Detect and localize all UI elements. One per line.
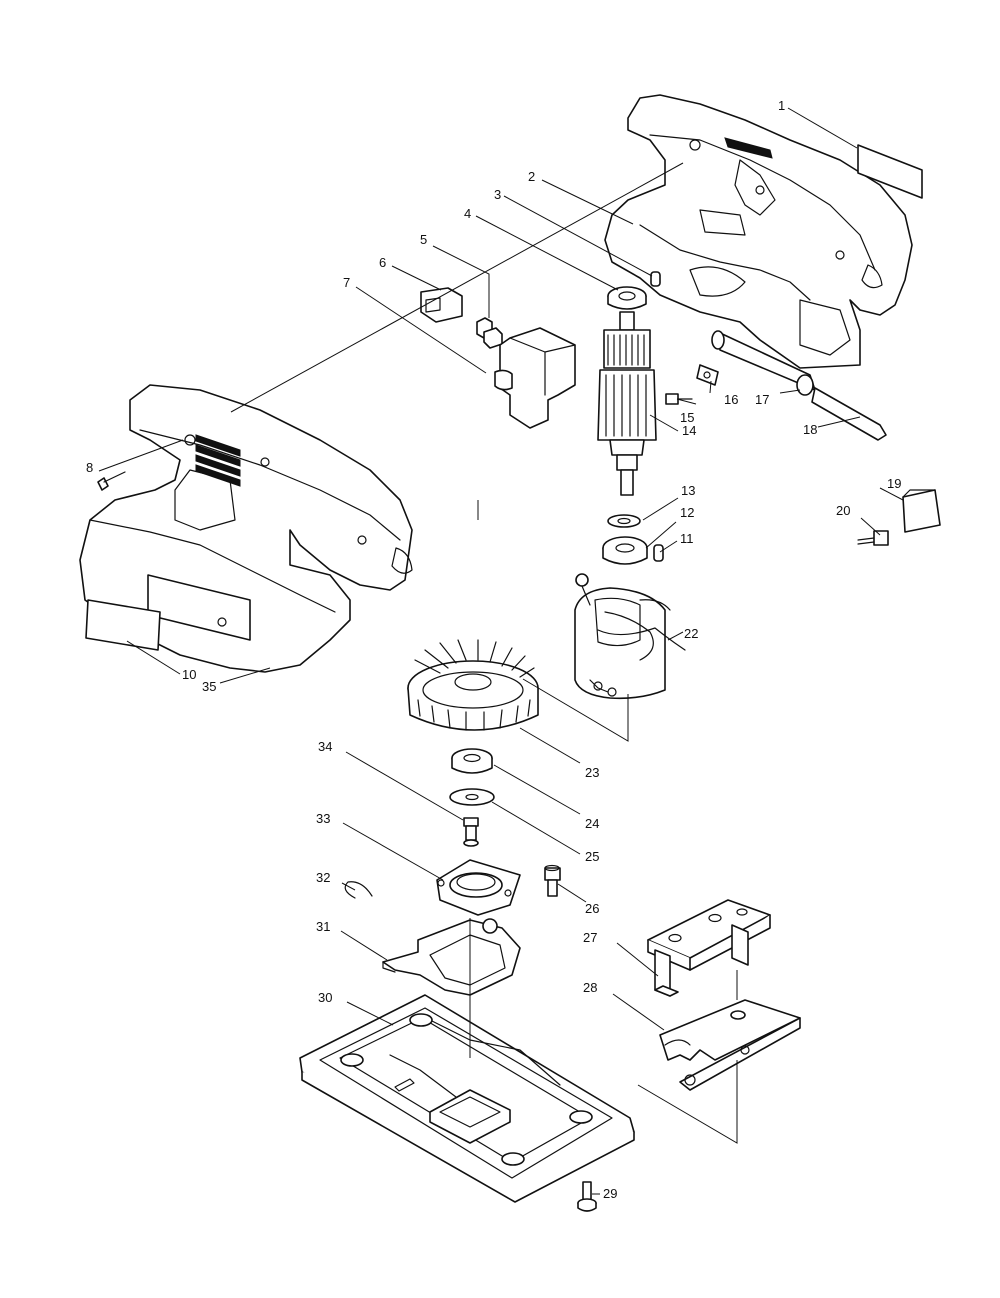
clip-32 [344, 881, 373, 899]
callout-5: 5 [420, 232, 427, 247]
name-plate-right [857, 144, 923, 199]
carbon-brush-parts [857, 489, 941, 546]
fan-bearing-and-washer [449, 748, 495, 806]
callout-16: 16 [724, 392, 738, 407]
callout-14: 14 [682, 423, 696, 438]
callout-26: 26 [585, 901, 599, 916]
leader-lines [98, 107, 904, 1195]
clamp-lever [659, 999, 801, 1091]
callout-34: 34 [318, 739, 332, 754]
fan [407, 639, 539, 731]
callout-4: 4 [464, 206, 471, 221]
screw-8 [97, 471, 126, 491]
washer-bearing-pin [602, 514, 664, 565]
switch-shaft-assembly [665, 330, 887, 441]
pad-base [299, 994, 635, 1203]
pin-and-bearing-top [607, 271, 661, 310]
screw-29 [577, 1181, 597, 1212]
callout-22: 22 [684, 626, 698, 641]
callout-13: 13 [681, 483, 695, 498]
callout-32: 32 [316, 870, 330, 885]
callout-11: 11 [680, 531, 694, 546]
callout-8: 8 [86, 460, 93, 475]
callout-27: 27 [583, 930, 597, 945]
callout-labels: 1 2 3 4 5 6 7 8 10 11 12 13 14 15 16 17 … [86, 98, 901, 1201]
callout-29: 29 [603, 1186, 617, 1201]
bearing-retainer [436, 859, 521, 916]
callout-19: 19 [887, 476, 901, 491]
screw-34 [463, 817, 479, 847]
field-coil [574, 573, 686, 700]
callout-33: 33 [316, 811, 330, 826]
callout-15: 15 [680, 410, 694, 425]
callout-2: 2 [528, 169, 535, 184]
callout-12: 12 [680, 505, 694, 520]
housing-right-half [604, 94, 913, 369]
callout-31: 31 [316, 919, 330, 934]
callout-18: 18 [803, 422, 817, 437]
bolt-26 [544, 864, 561, 897]
pad-holder [647, 899, 771, 997]
callout-25: 25 [585, 849, 599, 864]
callout-17: 17 [755, 392, 769, 407]
callout-28: 28 [583, 980, 597, 995]
callout-35: 35 [202, 679, 216, 694]
callout-23: 23 [585, 765, 599, 780]
callout-3: 3 [494, 187, 501, 202]
callout-24: 24 [585, 816, 599, 831]
balancer-bracket [382, 918, 521, 996]
callout-7: 7 [343, 275, 350, 290]
brush-holder-and-switch [420, 287, 576, 429]
callout-20: 20 [836, 503, 850, 518]
housing-left-half [79, 384, 413, 673]
callout-6: 6 [379, 255, 386, 270]
callout-10: 10 [182, 667, 196, 682]
callout-30: 30 [318, 990, 332, 1005]
armature [597, 311, 657, 496]
callout-1: 1 [778, 98, 785, 113]
